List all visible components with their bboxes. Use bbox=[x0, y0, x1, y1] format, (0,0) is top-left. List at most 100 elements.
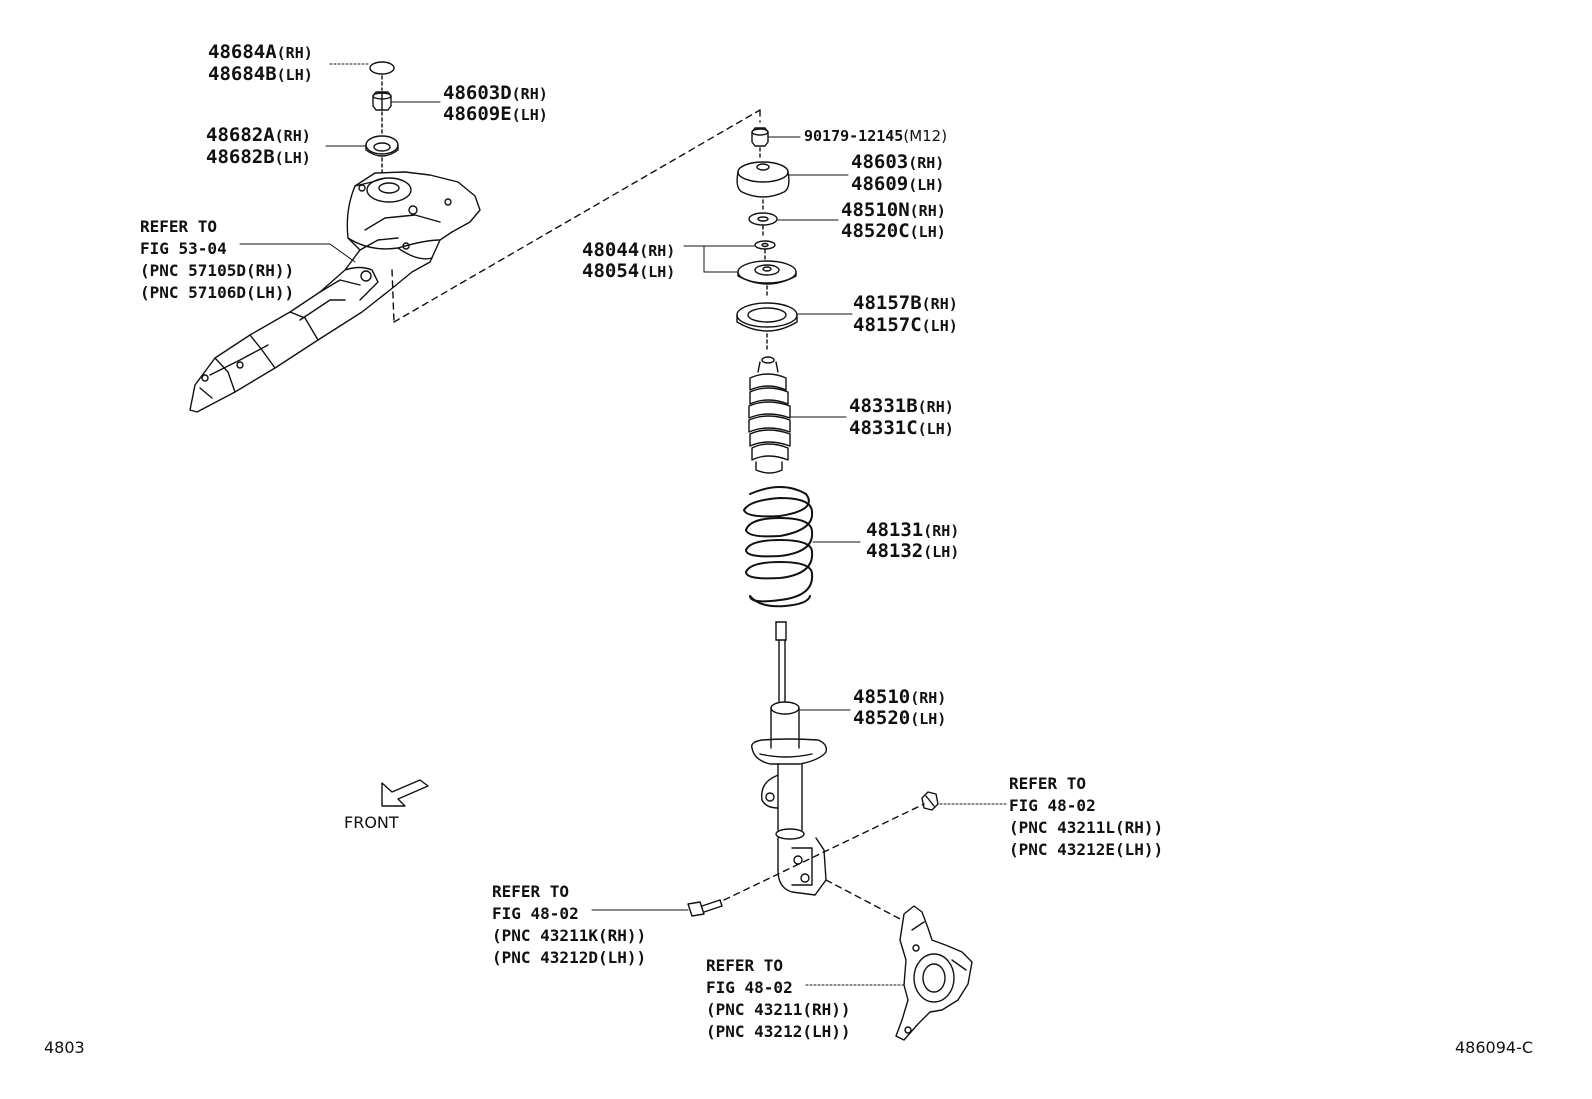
part-number: 48331B bbox=[849, 395, 918, 417]
reference-line: FIG 48-02 bbox=[1009, 796, 1096, 815]
part-number: 48510 bbox=[853, 686, 911, 708]
front-label: FRONT bbox=[344, 813, 399, 832]
reference-line: FIG 53-04 bbox=[140, 239, 227, 258]
part-number: 48684B bbox=[208, 63, 277, 85]
callout-48520c: 48520C(LH) bbox=[841, 222, 946, 241]
reference-line: (PNC 43211(RH)) bbox=[706, 1000, 851, 1019]
reference-line: (PNC 57106D(LH)) bbox=[140, 283, 295, 302]
washer-48510n-shape bbox=[748, 212, 778, 226]
seat-48054-shape bbox=[737, 260, 797, 285]
callout-48157c: 48157C(LH) bbox=[853, 316, 958, 335]
part-number: 48609 bbox=[851, 173, 909, 195]
reference-line: (PNC 43212D(LH)) bbox=[492, 948, 647, 967]
side-suffix: (RH) bbox=[921, 295, 958, 313]
part-number: 48603 bbox=[851, 151, 909, 173]
callout-48331b: 48331B(RH) bbox=[849, 397, 954, 416]
side-suffix: (RH) bbox=[910, 689, 947, 707]
part-number: 48603D bbox=[443, 82, 512, 104]
side-suffix: (RH) bbox=[274, 127, 311, 145]
part-number: 90179-12145 bbox=[804, 127, 904, 145]
side-suffix: (LH) bbox=[910, 710, 947, 728]
side-suffix: (LH) bbox=[923, 543, 960, 561]
part-number: 48054 bbox=[582, 260, 640, 282]
front-arrow-icon bbox=[381, 779, 429, 807]
callout-48682b: 48682B(LH) bbox=[206, 148, 311, 167]
strut-tower-shape bbox=[189, 171, 481, 413]
part-number: 48131 bbox=[866, 519, 924, 541]
part-number: 48157C bbox=[853, 314, 922, 336]
callout-48510: 48510(RH) bbox=[853, 688, 946, 707]
part-number: 48609E bbox=[443, 103, 512, 125]
side-suffix: (RH) bbox=[908, 154, 945, 172]
nut-43211l-shape bbox=[921, 791, 939, 811]
side-suffix: (LH) bbox=[276, 66, 313, 84]
part-number: 48520 bbox=[853, 707, 911, 729]
callout-48684b: 48684B(LH) bbox=[208, 65, 313, 84]
part-number: 48331C bbox=[849, 417, 918, 439]
side-suffix: (RH) bbox=[639, 242, 676, 260]
reference-fig-48-02-bolt: REFER TO FIG 48-02 (PNC 43211K(RH)) (PNC… bbox=[492, 881, 646, 969]
callout-48510n: 48510N(RH) bbox=[841, 201, 946, 220]
side-suffix: (RH) bbox=[909, 202, 946, 220]
part-number: 48520C bbox=[841, 220, 910, 242]
reference-fig-48-02-knuckle: REFER TO FIG 48-02 (PNC 43211(RH)) (PNC … bbox=[706, 955, 851, 1043]
part-number: 48682A bbox=[206, 124, 275, 146]
side-suffix: (RH) bbox=[511, 85, 548, 103]
callout-48603: 48603(RH) bbox=[851, 153, 944, 172]
size-suffix: (M12) bbox=[903, 127, 948, 145]
side-suffix: (RH) bbox=[917, 398, 954, 416]
reference-line: (PNC 43211K(RH)) bbox=[492, 926, 647, 945]
nut-90179-shape bbox=[751, 127, 769, 147]
shock-absorber-48510-shape bbox=[751, 621, 828, 896]
reference-line: (PNC 43212E(LH)) bbox=[1009, 840, 1164, 859]
callout-48603d: 48603D(RH) bbox=[443, 84, 548, 103]
reference-line: FIG 48-02 bbox=[492, 904, 579, 923]
reference-line: REFER TO bbox=[492, 882, 570, 901]
reference-line: FIG 48-02 bbox=[706, 978, 793, 997]
callout-48682a: 48682A(RH) bbox=[206, 126, 311, 145]
part-number: 48157B bbox=[853, 292, 922, 314]
coil-spring-48131-shape bbox=[743, 486, 814, 608]
callout-48609e: 48609E(LH) bbox=[443, 105, 548, 124]
side-suffix: (LH) bbox=[511, 106, 548, 124]
callout-48132: 48132(LH) bbox=[866, 542, 959, 561]
bumper-48331-shape bbox=[748, 356, 791, 474]
side-suffix: (LH) bbox=[909, 223, 946, 241]
page-code-left: 4803 bbox=[44, 1038, 85, 1057]
reference-fig-53-04: REFER TO FIG 53-04 (PNC 57105D(RH)) (PNC… bbox=[140, 216, 294, 304]
callout-48331c: 48331C(LH) bbox=[849, 419, 954, 438]
side-suffix: (RH) bbox=[923, 522, 960, 540]
callout-48054: 48054(LH) bbox=[582, 262, 675, 281]
insulator-48157-shape bbox=[736, 302, 798, 332]
side-suffix: (LH) bbox=[921, 317, 958, 335]
reference-line: REFER TO bbox=[1009, 774, 1087, 793]
cap-48684-shape bbox=[369, 61, 395, 75]
part-number: 48510N bbox=[841, 199, 910, 221]
callout-48131: 48131(RH) bbox=[866, 521, 959, 540]
side-suffix: (LH) bbox=[639, 263, 676, 281]
illustration-code: 486094-C bbox=[1455, 1038, 1534, 1057]
reference-line: REFER TO bbox=[706, 956, 784, 975]
callout-48684a: 48684A(RH) bbox=[208, 43, 313, 62]
side-suffix: (LH) bbox=[908, 176, 945, 194]
part-number: 48132 bbox=[866, 540, 924, 562]
part-number: 48044 bbox=[582, 239, 640, 261]
side-suffix: (LH) bbox=[917, 420, 954, 438]
callout-90179-12145: 90179-12145(M12) bbox=[804, 129, 947, 144]
callout-48157b: 48157B(RH) bbox=[853, 294, 958, 313]
callout-48520: 48520(LH) bbox=[853, 709, 946, 728]
part-number: 48682B bbox=[206, 146, 275, 168]
bolt-43211k-shape bbox=[687, 899, 723, 917]
part-number: 48684A bbox=[208, 41, 277, 63]
nut-48603d-shape bbox=[372, 91, 392, 111]
side-suffix: (RH) bbox=[276, 44, 313, 62]
reference-line: (PNC 43212(LH)) bbox=[706, 1022, 851, 1041]
mount-cap-48603-shape bbox=[736, 161, 790, 198]
washer-48044-shape bbox=[754, 240, 776, 250]
reference-line: (PNC 43211L(RH)) bbox=[1009, 818, 1164, 837]
side-suffix: (LH) bbox=[274, 149, 311, 167]
reference-fig-48-02-nut: REFER TO FIG 48-02 (PNC 43211L(RH)) (PNC… bbox=[1009, 773, 1163, 861]
callout-48044: 48044(RH) bbox=[582, 241, 675, 260]
reference-line: (PNC 57105D(RH)) bbox=[140, 261, 295, 280]
